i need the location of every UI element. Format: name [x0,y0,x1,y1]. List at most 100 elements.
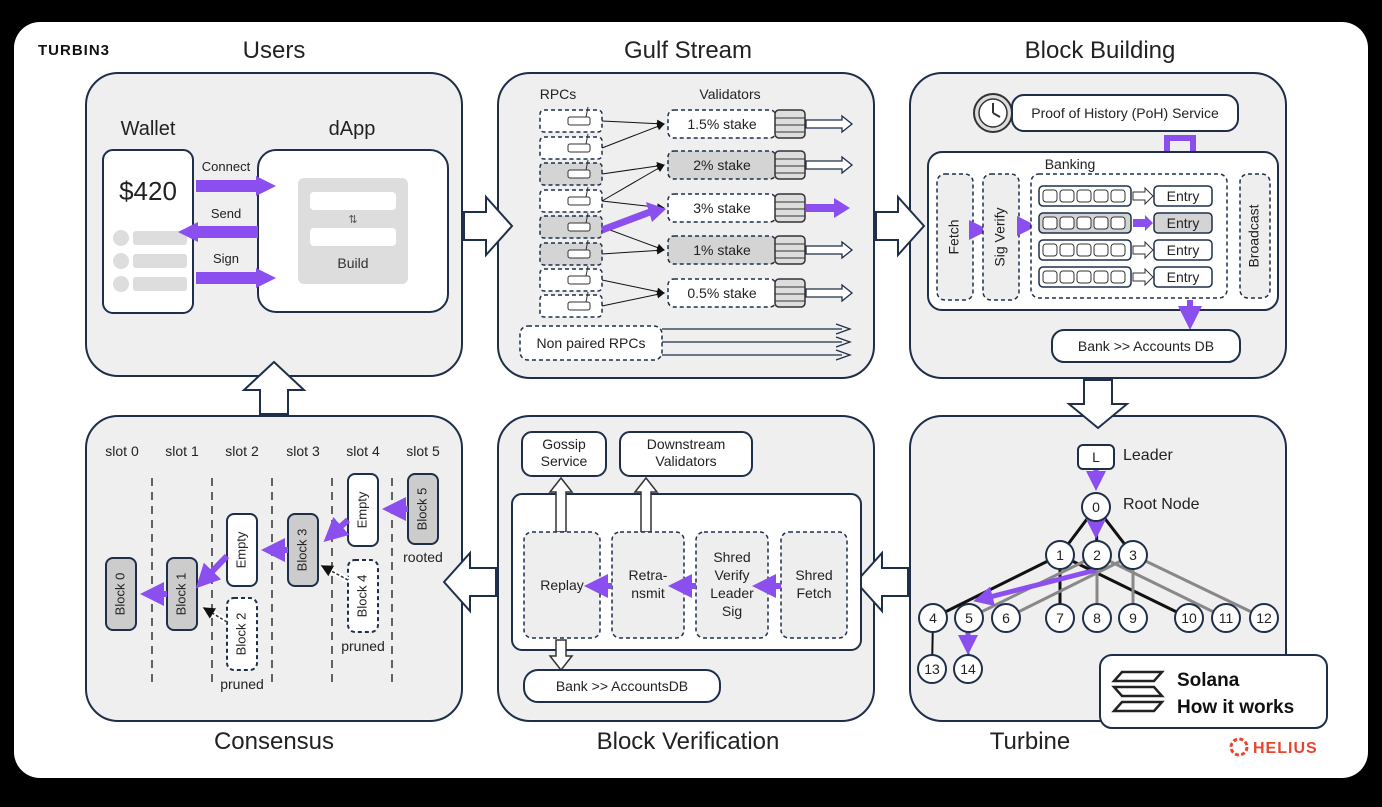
transaction-slot [1059,216,1075,230]
block-2 [226,597,258,671]
non-paired-rpcs-label: Non paired RPCs [537,335,646,351]
router-antenna [585,159,589,171]
turbin3-logo: TURBIN3 [38,42,110,59]
database-icon [774,109,806,139]
title-users: Users [243,37,306,64]
validator-stake-label: 2% stake [693,157,751,173]
title-block-verification: Block Verification [597,728,780,755]
tree-node-label: 12 [1256,610,1272,626]
flow-arrow-gulf-to-building [875,194,926,258]
tree-edge [1096,553,1227,620]
tree-node-label: 1 [1056,547,1064,563]
router-antenna [585,265,589,277]
tree-node [1211,603,1241,633]
sig-verify-label: Sig Verify [992,207,1008,266]
tree-node [918,603,948,633]
block-3-label: Block 3 [294,529,309,572]
router-antenna [585,291,589,303]
empty-slot-2 [226,513,258,587]
wallet-list-bar [133,254,187,268]
build-button-label: Build [337,255,368,271]
tree-node-label: 3 [1129,547,1137,563]
tree-node-label: 7 [1056,610,1064,626]
tree-node [1249,603,1279,633]
title-gulf-stream: Gulf Stream [624,37,752,64]
router-antenna [585,186,589,198]
connect-arrow [196,176,276,196]
solana-logo-icon [1111,670,1165,713]
wallet-list-dot [113,253,129,269]
wallet-balance: $420 [119,176,177,206]
tree-node [1045,540,1075,570]
downstream-label-2: Validators [655,453,716,469]
verification-bank-db-label: Bank >> AccountsDB [556,678,688,694]
slot-label: slot 0 [105,443,139,459]
tree-node [991,603,1021,633]
broadcast-stage [1239,173,1271,299]
tree-node [1174,603,1204,633]
badge-line-1: Solana [1177,670,1240,691]
fetch-label: Fetch [946,219,962,254]
database-icon [774,150,806,180]
router-icon [567,143,591,153]
connect-label: Connect [202,159,251,174]
slot-label: slot 5 [406,443,440,459]
rpc-validator-links [600,119,666,307]
database-icon [774,235,806,265]
leader-node [1077,444,1115,470]
entry-box [1153,185,1213,207]
replay-label: Replay [540,577,584,593]
validator-stake-label: 1% stake [693,242,751,258]
router-antenna [585,212,589,224]
tree-node-label: 9 [1129,610,1137,626]
flow-arrow-consensus-to-users [241,360,307,415]
tree-node-label: 2 [1093,547,1101,563]
pruned-label-slot-2: pruned [220,676,264,692]
shred-fetch-label-2: Fetch [796,585,831,601]
block-0-label: Block 0 [112,573,127,616]
transaction-slot [1059,243,1075,257]
transaction-slot [1093,243,1109,257]
tree-edge [1132,553,1265,620]
retransmit-label-1: Retra- [629,567,668,583]
title-block-building: Block Building [1025,37,1176,64]
dapp-label: dApp [329,118,376,140]
entry-box [1153,266,1213,288]
router-antenna [585,133,589,145]
entry-label: Entry [1167,269,1200,285]
shred-verify-label-3: Leader [710,585,754,601]
transaction-slot [1093,189,1109,203]
wallet-list-bar [133,231,187,245]
shred-verify-label-4: Sig [722,603,742,619]
router-icon [567,116,591,126]
replay-to-gossip-arrow [548,476,574,533]
root-node-label: Root Node [1123,496,1200,513]
sign-arrow [196,268,276,288]
tree-edge [932,553,1061,620]
slot-label: slot 1 [165,443,199,459]
shred-fetch-label-1: Shred [795,567,832,583]
transaction-slot [1042,243,1058,257]
bank-accounts-db-box [1051,329,1241,363]
transaction-slot [1093,270,1109,284]
empty-slot-2-label: Empty [233,531,248,568]
queue-to-entry-arrow [1132,240,1154,260]
slot-label: slot 3 [286,443,320,459]
wallet-list-bar [133,277,187,291]
validator-output-arrow [805,283,854,303]
tree-node-label: 10 [1181,610,1197,626]
pruned-fork-arrows [202,563,350,625]
panel-consensus [85,415,463,722]
entry-label: Entry [1167,215,1200,231]
router-icon [567,275,591,285]
title-consensus: Consensus [214,728,334,755]
downstream-validators-box [619,431,753,477]
transaction-slot [1059,270,1075,284]
leader-label: Leader [1123,447,1173,464]
rpcs-label: RPCs [540,86,577,102]
replay-to-db-arrow [548,639,574,672]
wallet-label: Wallet [121,118,176,140]
